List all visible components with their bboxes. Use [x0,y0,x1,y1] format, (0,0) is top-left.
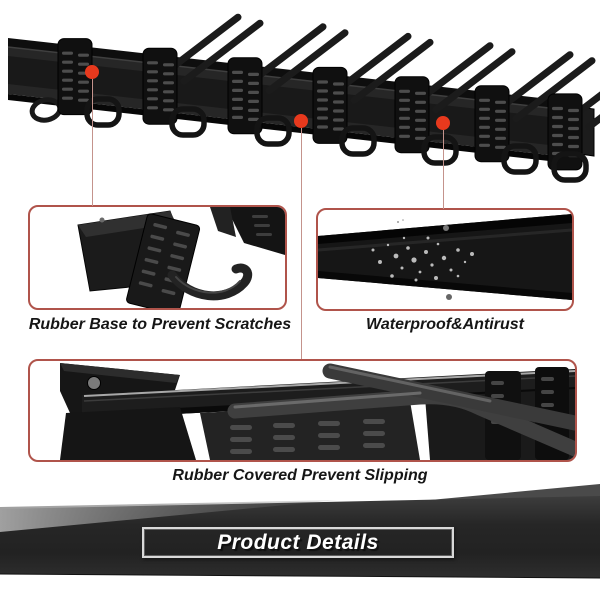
callout-line-left [92,79,93,206]
inset-waterproof-photo [316,208,574,311]
callout-dot-rubber-base [85,65,99,79]
inset-rubber-base-photo [28,205,287,310]
rubber-base-detail-art [77,207,285,308]
caption-rubber-covered: Rubber Covered Prevent Slipping [172,467,428,484]
callout-dot-rubber-covered [294,114,308,128]
banner-left-highlight [0,500,338,532]
caption-waterproof: Waterproof&Antirust [366,316,524,333]
water-droplets [371,236,474,282]
callout-line-bottom [301,128,302,359]
banner-right-sliver [430,484,600,500]
callout-dot-waterproof [436,116,450,130]
product-details-title-box: Product Details [142,527,454,558]
product-details-title: Product Details [217,530,379,554]
rubber-covered-detail-art [60,363,575,460]
waterproof-detail-art [318,214,572,300]
inset-rubber-covered-photo [28,359,577,462]
callout-line-right [443,130,444,209]
caption-rubber-base: Rubber Base to Prevent Scratches [28,316,292,333]
rubber-covered-tubes [227,363,575,457]
tool-rack-photo [7,0,600,200]
